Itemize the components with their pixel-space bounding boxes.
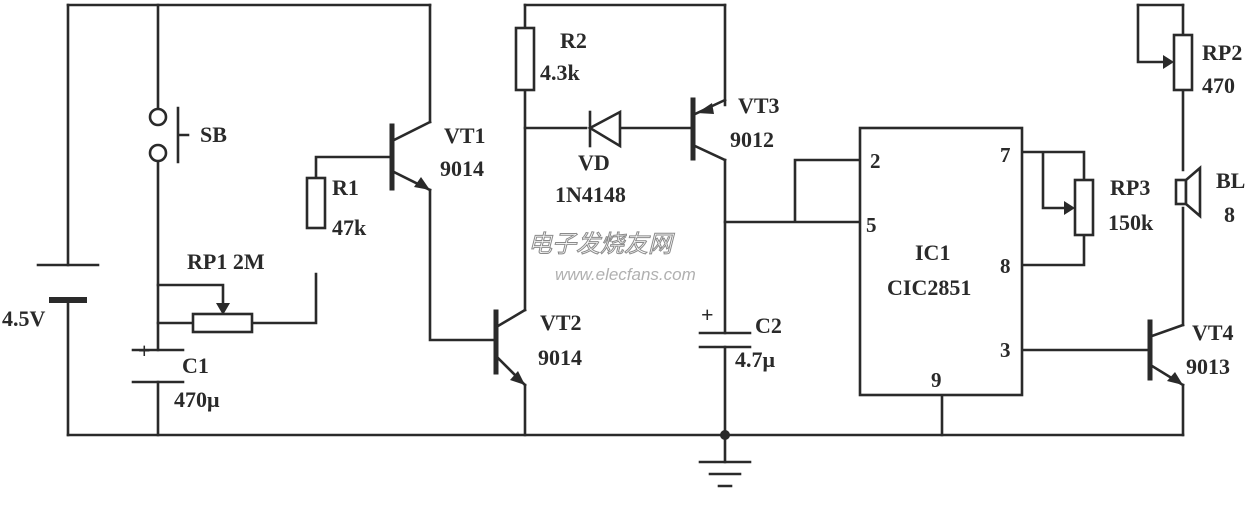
c2-capacitor-symbol — [698, 331, 752, 349]
watermark-url: www.elecfans.com — [555, 265, 696, 284]
rp2-potentiometer-symbol — [1163, 33, 1194, 92]
ic1-pin-8: 8 — [1000, 254, 1011, 278]
vt3-label: VT3 — [738, 93, 780, 118]
c2-value: 4.7μ — [735, 347, 776, 372]
vt1-transistor-symbol — [389, 120, 432, 192]
vt2-label: VT2 — [540, 310, 582, 335]
vt2-transistor-symbol — [493, 308, 527, 387]
ic1-chip-body — [858, 126, 1024, 397]
battery-value: 4.5V — [2, 306, 46, 331]
vt4-value: 9013 — [1186, 354, 1230, 379]
vd-label: VD — [578, 150, 610, 175]
vt1-label: VT1 — [444, 123, 486, 148]
rp3-potentiometer-symbol — [1064, 178, 1095, 237]
vt3-value: 9012 — [730, 127, 774, 152]
vd-diode-symbol — [587, 109, 622, 149]
r1-value: 47k — [332, 215, 367, 240]
r2-value: 4.3k — [540, 60, 581, 85]
rp1-label: RP1 2M — [187, 249, 265, 274]
r2-label: R2 — [560, 28, 587, 53]
ground-symbol — [698, 460, 752, 488]
c1-capacitor-symbol — [131, 348, 185, 384]
rp3-value: 150k — [1108, 210, 1154, 235]
rp3-label: RP3 — [1110, 175, 1150, 200]
vt4-label: VT4 — [1192, 320, 1234, 345]
sb-switch-symbol — [148, 106, 190, 164]
c2-label: C2 — [755, 313, 782, 338]
bl-speaker-symbol — [1174, 165, 1202, 219]
ic1-pin-3: 3 — [1000, 338, 1011, 362]
vt1-value: 9014 — [440, 156, 484, 181]
c1-polarity-mark: + — [138, 338, 151, 363]
ic1-pin-5: 5 — [866, 213, 877, 237]
rp2-label: RP2 — [1202, 40, 1242, 65]
battery-symbol — [36, 263, 100, 303]
vt4-transistor-symbol — [1147, 319, 1185, 387]
ic1-pin-9: 9 — [931, 368, 942, 392]
vt3-transistor-symbol — [690, 97, 727, 162]
c1-value: 470μ — [174, 387, 220, 412]
vt2-value: 9014 — [538, 345, 582, 370]
c2-polarity-mark: + — [701, 302, 714, 327]
ic1-label: IC1 — [915, 240, 950, 265]
ic1-part-number: CIC2851 — [887, 275, 971, 300]
ic1-pin-7: 7 — [1000, 143, 1011, 167]
r2-resistor-symbol — [514, 26, 536, 92]
bl-value: 8 — [1224, 202, 1235, 227]
vd-value: 1N4148 — [555, 182, 626, 207]
ic1-pin-2: 2 — [870, 149, 881, 173]
bl-label: BL — [1216, 168, 1245, 193]
rp2-value: 470 — [1202, 73, 1235, 98]
r1-resistor-symbol — [305, 176, 327, 230]
c1-label: C1 — [182, 353, 209, 378]
sb-label: SB — [200, 122, 227, 147]
watermark-cn: 电子发烧友网 — [528, 230, 675, 258]
r1-label: R1 — [332, 175, 359, 200]
ground-junction-dot — [720, 430, 730, 440]
rp1-potentiometer-symbol — [191, 303, 254, 334]
